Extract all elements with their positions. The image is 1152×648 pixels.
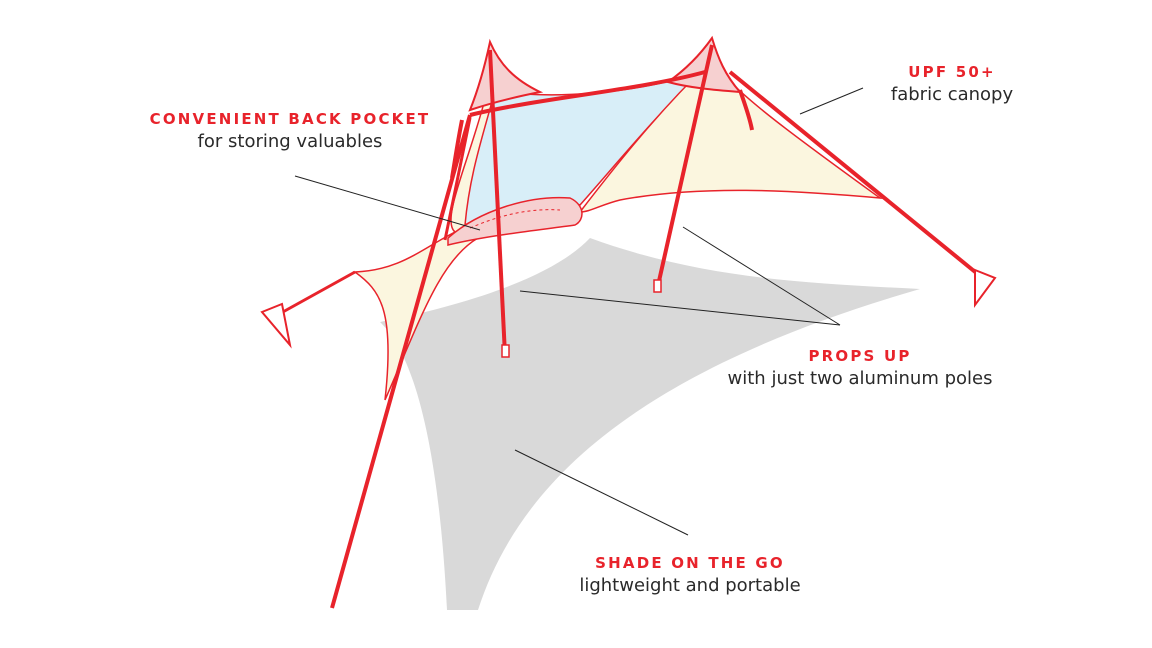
stake-right: [974, 268, 997, 309]
right-pole: [655, 44, 714, 291]
left-pole: [488, 49, 507, 356]
callout-upf-desc: fabric canopy: [890, 83, 1014, 105]
canopy-right-wing: [578, 58, 883, 213]
guy-line-back-left: [271, 270, 356, 320]
callout-props-up: PROPS UP with just two aluminum poles: [700, 347, 1020, 390]
leader-line-props-a: [519, 290, 841, 326]
callout-shade-desc: lightweight and portable: [579, 574, 801, 596]
right-pole-foot: [653, 279, 662, 293]
leader-line-props-b: [682, 226, 841, 326]
callout-back-pocket: CONVENIENT BACK POCKET for storing valua…: [130, 110, 450, 153]
callout-back-pocket-desc: for storing valuables: [197, 130, 383, 152]
callout-shade: SHADE ON THE GO lightweight and portable: [545, 554, 835, 597]
callout-upf-title: UPF 50+: [908, 63, 996, 81]
front-edge: [469, 70, 706, 117]
callout-back-pocket-title: CONVENIENT BACK POCKET: [149, 110, 431, 128]
guy-line-left: [443, 117, 472, 241]
leader-line-upf: [799, 87, 864, 115]
callout-props-up-title: PROPS UP: [808, 347, 912, 365]
leader-line-pocket: [294, 175, 481, 231]
guy-line-right: [728, 70, 987, 282]
stake-left: [260, 302, 292, 349]
left-peak-cap: [468, 38, 544, 112]
strap-left: [450, 119, 464, 179]
callout-shade-title: SHADE ON THE GO: [595, 554, 785, 572]
ground-shadow: [380, 238, 920, 610]
callout-upf: UPF 50+ fabric canopy: [862, 63, 1042, 106]
leader-line-shade: [514, 449, 689, 536]
callout-props-up-desc: with just two aluminum poles: [727, 367, 993, 389]
strap-right: [738, 89, 754, 131]
guy-line-front: [330, 114, 472, 609]
left-pole-foot: [501, 344, 510, 358]
